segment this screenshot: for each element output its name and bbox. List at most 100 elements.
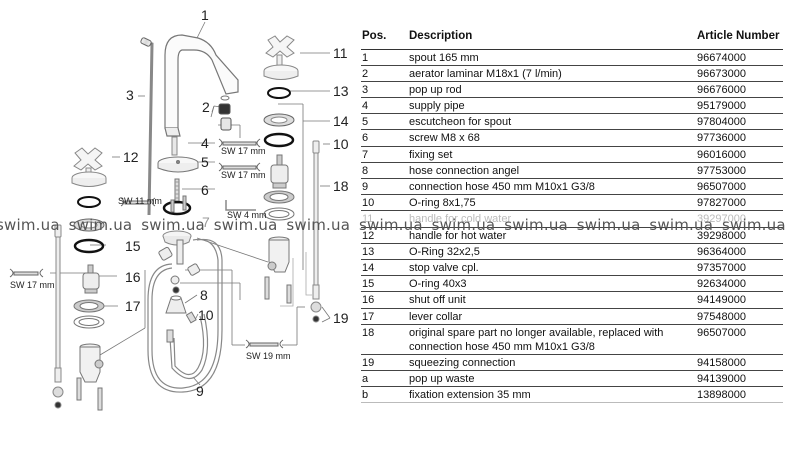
row-article: 96674000 xyxy=(697,49,783,66)
label-3: 3 xyxy=(126,87,134,103)
row-article: 97827000 xyxy=(697,194,783,212)
row-pos: 11 xyxy=(361,210,409,228)
row-article: 94139000 xyxy=(697,370,783,388)
stop-valve-ring xyxy=(263,113,295,148)
exploded-parts-diagram: 1 2 3 4 5 6 7 8 9 10 10 11 12 13 14 15 1… xyxy=(0,0,360,452)
row-description: spout 165 mm xyxy=(409,49,697,66)
hose-connection-angle xyxy=(158,239,201,343)
row-pos: 12 xyxy=(361,227,409,244)
label-1: 1 xyxy=(201,7,209,23)
o-ring-40 xyxy=(73,238,105,254)
row-description: escutcheon for spout xyxy=(409,113,697,131)
row-article: 96507000 xyxy=(697,324,783,355)
row-article: 96016000 xyxy=(697,146,783,163)
row-description: original spare part no longer available,… xyxy=(409,324,697,355)
connection-hose-left xyxy=(52,224,64,409)
row-description: screw M8 x 68 xyxy=(409,129,697,147)
connection-hose-right xyxy=(310,140,322,323)
o-ring-left-top xyxy=(77,196,101,208)
row-article: 97804000 xyxy=(697,113,783,131)
label-sw17-valve: SW 17 mm xyxy=(221,170,266,180)
label-16: 16 xyxy=(125,269,141,285)
label-sw17-left: SW 17 mm xyxy=(10,280,55,290)
valve-body-left xyxy=(76,343,104,411)
label-7: 7 xyxy=(202,214,210,230)
row-description: squeezing connection xyxy=(409,354,697,371)
row-article: 96673000 xyxy=(697,65,783,82)
row-pos: 14 xyxy=(361,259,409,277)
row-description: O-Ring 32x2,5 xyxy=(409,243,697,260)
row-description: connection hose 450 mm M10x1 G3/8 xyxy=(409,178,697,196)
label-sw17-aerator: SW 17 mm xyxy=(221,146,266,156)
row-article: 13898000 xyxy=(697,386,783,404)
row-article: 95179000 xyxy=(697,97,783,115)
part-labels: 1 2 3 4 5 6 7 8 9 10 10 11 12 13 14 15 1… xyxy=(123,7,349,399)
o-ring-32 xyxy=(267,87,291,99)
row-description: lever collar xyxy=(409,308,697,325)
label-10-right: 10 xyxy=(333,136,349,152)
row-article: 92634000 xyxy=(697,275,783,293)
row-pos: 4 xyxy=(361,97,409,115)
screw xyxy=(174,178,180,204)
row-description: handle for cold water xyxy=(409,210,697,228)
row-article: 96676000 xyxy=(697,81,783,99)
connection-hose-loop xyxy=(147,238,223,393)
tool-labels: SW 17 mm SW 17 mm SW 11 mm SW 4 mm SW 17… xyxy=(10,146,291,361)
handle-cold-water xyxy=(263,35,299,80)
label-12: 12 xyxy=(123,149,139,165)
row-description: shut off unit xyxy=(409,291,697,309)
label-sw11: SW 11 mm xyxy=(118,196,162,206)
supply-pipe xyxy=(171,136,178,156)
label-5: 5 xyxy=(201,154,209,170)
row-article: 97357000 xyxy=(697,259,783,277)
label-17: 17 xyxy=(125,298,141,314)
label-19: 19 xyxy=(333,310,349,326)
row-pos: 16 xyxy=(361,291,409,309)
label-8: 8 xyxy=(200,287,208,303)
assembly-outline xyxy=(280,252,312,307)
row-article: 39297000 xyxy=(697,210,783,228)
row-pos: 2 xyxy=(361,65,409,82)
row-description: supply pipe xyxy=(409,97,697,115)
row-pos: 17 xyxy=(361,308,409,325)
row-pos: 6 xyxy=(361,129,409,147)
label-sw19: SW 19 mm xyxy=(246,351,291,361)
row-description: pop up waste xyxy=(409,370,697,388)
table-header-row: Pos. Description Article Number xyxy=(361,24,783,50)
lever-collar-right xyxy=(263,190,295,221)
label-18: 18 xyxy=(333,178,349,194)
row-article: 96364000 xyxy=(697,243,783,260)
label-15: 15 xyxy=(125,238,141,254)
row-description: O-ring 40x3 xyxy=(409,275,697,293)
row-article: 94158000 xyxy=(697,354,783,371)
row-description: hose connection angel xyxy=(409,162,697,180)
row-description: fixation extension 35 mm xyxy=(409,386,697,404)
row-pos: 5 xyxy=(361,113,409,131)
row-article: 96507000 xyxy=(697,178,783,196)
row-description: O-ring 8x1,75 xyxy=(409,194,697,212)
shut-off-unit-right xyxy=(270,154,289,189)
row-pos: 3 xyxy=(361,81,409,99)
row-article: 97548000 xyxy=(697,308,783,325)
row-pos: 13 xyxy=(361,243,409,260)
row-pos: a xyxy=(361,370,409,388)
valve-body-right xyxy=(264,236,292,304)
row-pos: 19 xyxy=(361,354,409,371)
label-sw4: SW 4 mm xyxy=(227,210,267,220)
handle-hot-water xyxy=(71,147,107,187)
